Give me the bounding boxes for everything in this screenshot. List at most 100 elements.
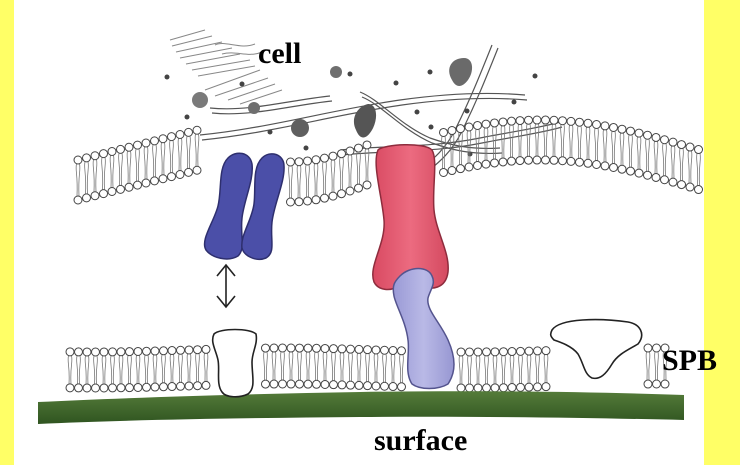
lipid-head [262, 344, 270, 352]
lipid-head [644, 131, 652, 139]
lipid-head [296, 380, 304, 388]
lipid-head [618, 165, 626, 173]
lipid-head [686, 143, 694, 151]
matrix-blob [291, 119, 309, 137]
lipid-head [508, 117, 516, 125]
lipid-head [542, 116, 550, 124]
lipid-head [610, 123, 618, 131]
lipid-head [202, 381, 210, 389]
lipid-head [176, 171, 184, 179]
lipid-head [125, 183, 133, 191]
lipid-head [168, 383, 176, 391]
lipid-head [491, 119, 499, 127]
lipid-head [74, 196, 82, 204]
lipid-head [525, 347, 533, 355]
lipid-head [338, 190, 346, 198]
lipid-head [160, 383, 168, 391]
lipid-head [108, 188, 116, 196]
lipid-head [508, 348, 516, 356]
lipid-head [516, 157, 524, 165]
lipid-head [669, 138, 677, 146]
lipid-head [177, 346, 185, 354]
lipid-head [312, 196, 320, 204]
lipid-head [678, 181, 686, 189]
lipid-head [185, 382, 193, 390]
lipid-head [83, 348, 91, 356]
lipid-head [108, 148, 116, 156]
lipid-head [321, 344, 329, 352]
spb-label: SPB [662, 344, 717, 377]
lipid-head [355, 144, 363, 152]
lipid-head [448, 127, 456, 135]
lipid-head [457, 165, 465, 173]
lipid-head [185, 128, 193, 136]
lipid-head [644, 344, 652, 352]
lipid-head [287, 344, 295, 352]
lipid-head [466, 348, 474, 356]
lipid-head [652, 133, 660, 141]
lipid-head [542, 383, 550, 391]
lipid-head [653, 344, 661, 352]
lipid-head [525, 156, 533, 164]
lipid-head [635, 129, 643, 137]
lipid-head [193, 126, 201, 134]
lipid-head [100, 190, 108, 198]
lipid-head [627, 127, 635, 135]
matrix-blob [248, 102, 260, 114]
lipid-head [330, 345, 338, 353]
lipid-head [92, 384, 100, 392]
lipid-head [440, 168, 448, 176]
lipid-head [134, 141, 142, 149]
lipid-head [287, 198, 295, 206]
surface-label: surface [374, 424, 467, 457]
lipid-head [644, 171, 652, 179]
lipid-head [516, 117, 524, 125]
lipid-head [593, 120, 601, 128]
lipid-head [652, 173, 660, 181]
lipid-head [584, 119, 592, 127]
lipid-head [134, 383, 142, 391]
white-plug-protein [213, 330, 257, 397]
lipid-head [482, 120, 490, 128]
lipid-head [83, 154, 91, 162]
lipid-head [355, 345, 363, 353]
lipid-head [321, 154, 329, 162]
cell-label: cell [258, 37, 301, 70]
lipid-head [474, 161, 482, 169]
lipid-head [304, 197, 312, 205]
lipid-head [499, 158, 507, 166]
lipid-head [313, 344, 321, 352]
lipid-head [491, 384, 499, 392]
lipid-head [168, 133, 176, 141]
lipid-head [117, 145, 125, 153]
lipid-head [279, 344, 287, 352]
lipid-head [593, 160, 601, 168]
lipid-head [125, 143, 133, 151]
lipid-head [363, 181, 371, 189]
lipid-head [338, 381, 346, 389]
lipid-head [500, 348, 508, 356]
matrix-blob [192, 92, 208, 108]
lipid-head [550, 116, 558, 124]
lipid-head [644, 380, 652, 388]
lipid-head [465, 163, 473, 171]
lipid-head [185, 346, 193, 354]
lipid-head [194, 346, 202, 354]
lipid-head [338, 345, 346, 353]
lipid-head [117, 185, 125, 193]
lipid-head [194, 382, 202, 390]
lipid-head [500, 384, 508, 392]
lipid-head [66, 384, 74, 392]
lipid-head [355, 184, 363, 192]
lipid-head [465, 123, 473, 131]
lipid-head [312, 156, 320, 164]
lipid-head [491, 159, 499, 167]
lipid-head [389, 383, 397, 391]
matrix-blob [330, 66, 342, 78]
lipid-head [661, 136, 669, 144]
lipid-head [669, 178, 677, 186]
lipid-head [151, 383, 159, 391]
lipid-head [457, 384, 465, 392]
lipid-head [143, 347, 151, 355]
